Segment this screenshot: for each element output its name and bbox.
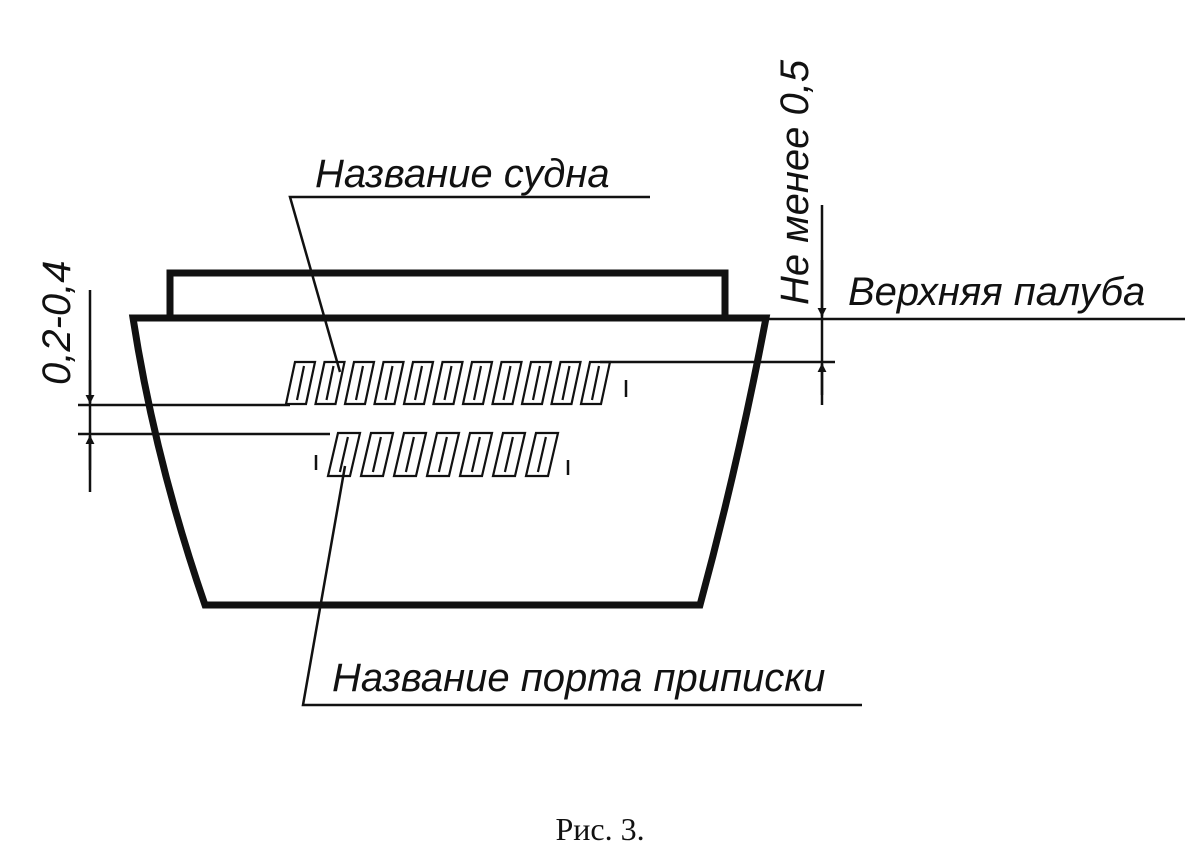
home-port-label: Название порта приписки <box>332 656 825 700</box>
placeholder-glyph <box>491 431 527 478</box>
placeholder-glyph <box>579 360 612 406</box>
hull-outline <box>128 314 771 609</box>
placeholder-glyph <box>432 360 464 406</box>
placeholder-glyph <box>425 431 461 478</box>
ship-name-leader <box>288 195 650 373</box>
home-port-leader <box>301 465 862 707</box>
superstructure <box>166 269 729 322</box>
figure-caption: Рис. 3. <box>555 811 644 847</box>
placeholder-glyph <box>491 360 523 406</box>
clearance-dimension-text: Не менее 0,5 <box>773 59 817 305</box>
upper-deck-label: Верхняя палуба <box>848 270 1145 314</box>
placeholder-glyph <box>392 431 428 478</box>
ship-name-glyph-row <box>284 360 612 406</box>
placeholder-glyph <box>326 431 362 478</box>
placeholder-glyph <box>458 431 494 478</box>
placeholder-glyph <box>284 360 317 406</box>
placeholder-glyph <box>550 360 582 406</box>
placeholder-glyph <box>461 360 494 406</box>
ship-name-label: Название судна <box>315 152 610 196</box>
placeholder-glyph <box>520 360 553 406</box>
placeholder-glyph <box>373 360 405 406</box>
placeholder-glyph <box>359 431 395 478</box>
placeholder-glyph <box>524 431 560 478</box>
home-port-glyph-row <box>326 431 560 478</box>
spacing-dimension-text: 0,2-0,4 <box>35 260 79 385</box>
placeholder-glyph <box>343 360 376 406</box>
placeholder-glyph <box>402 360 435 406</box>
